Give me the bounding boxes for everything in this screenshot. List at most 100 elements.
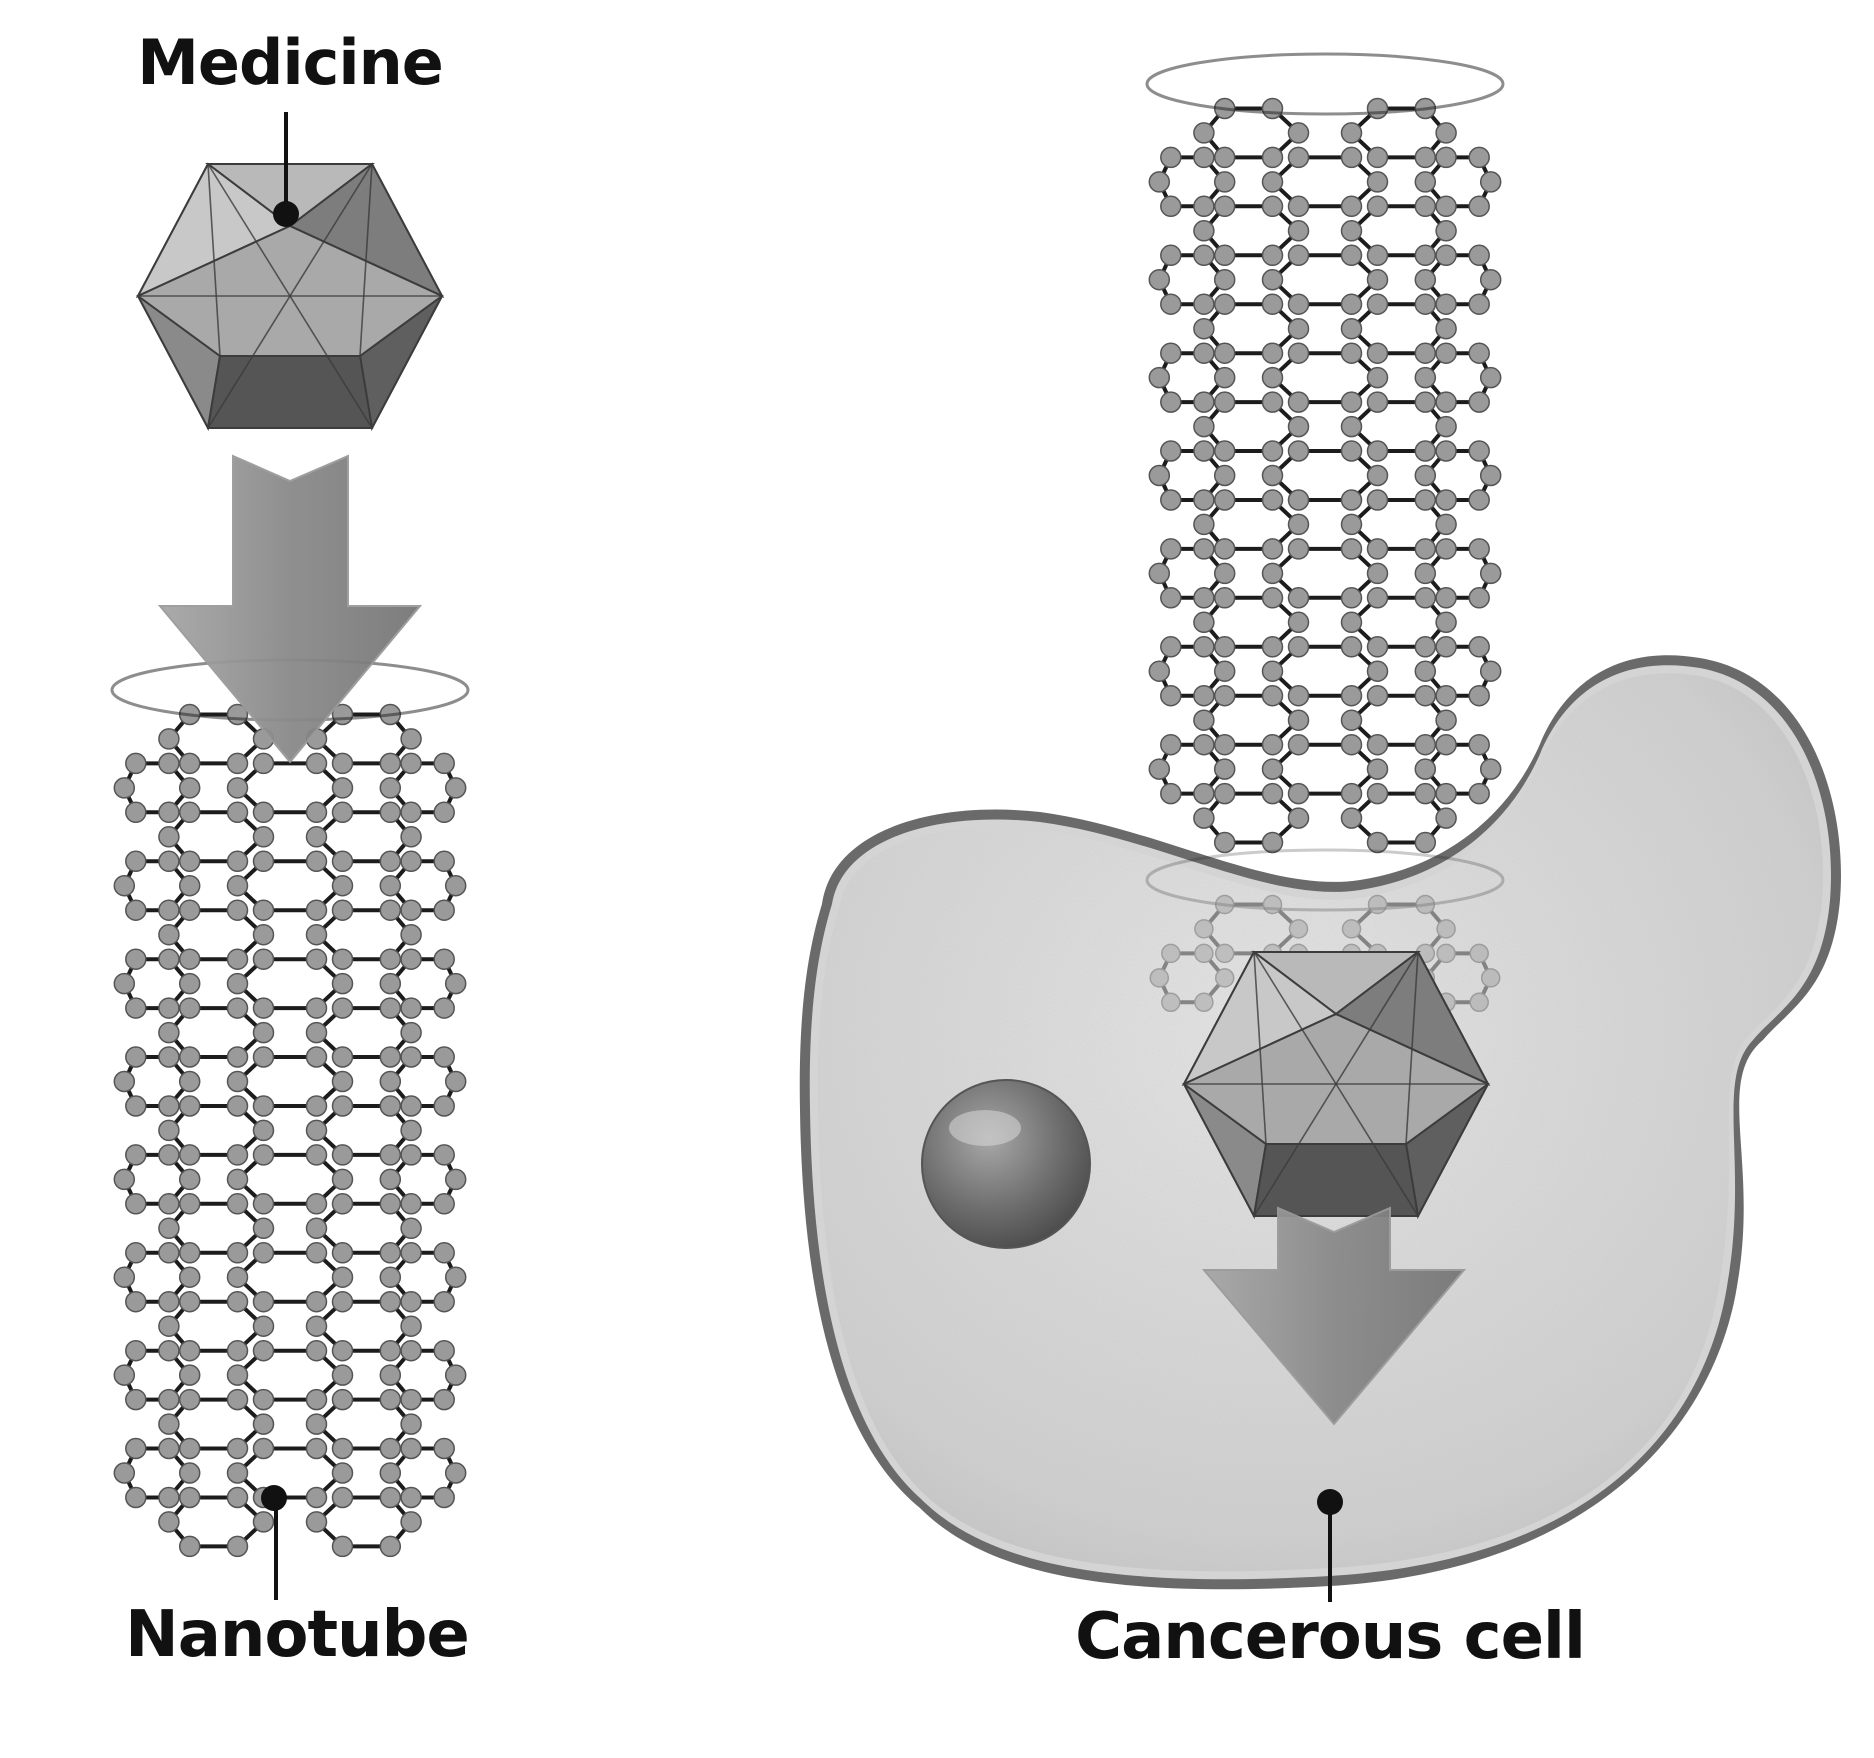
atom (1261, 146, 1284, 169)
atom (1435, 122, 1457, 144)
atom (331, 1290, 354, 1313)
atom (226, 1290, 249, 1313)
atom (178, 899, 201, 921)
atom (1287, 244, 1310, 267)
atom (178, 752, 201, 775)
atom (1193, 807, 1215, 829)
atom (1436, 943, 1456, 964)
atom (1261, 831, 1284, 854)
atom (1261, 538, 1284, 560)
atom (1193, 146, 1215, 169)
atom (1414, 244, 1437, 267)
atom (379, 1266, 402, 1288)
atom (305, 752, 328, 775)
atom (1414, 782, 1437, 805)
atom (158, 850, 180, 873)
atom (226, 1462, 249, 1484)
atom (1468, 636, 1490, 658)
atom (433, 1339, 455, 1362)
atom (400, 997, 422, 1019)
atom (1194, 943, 1214, 964)
atom (1468, 293, 1490, 315)
atom (1193, 317, 1215, 340)
atom (125, 1290, 147, 1313)
atom (226, 899, 249, 921)
atom (1468, 538, 1490, 560)
atom (444, 874, 467, 897)
atom (400, 1413, 422, 1435)
atom (433, 1388, 455, 1411)
atom (305, 1388, 328, 1411)
atom (1261, 733, 1284, 756)
atom (1261, 587, 1284, 609)
atom (226, 972, 249, 995)
atom (1435, 611, 1457, 634)
atom (400, 1242, 422, 1264)
atom (1468, 440, 1490, 462)
atom (331, 1388, 354, 1411)
atom (1287, 391, 1310, 413)
atom (1414, 464, 1437, 487)
atom (1340, 195, 1363, 218)
atom (125, 1339, 147, 1362)
atom (252, 1119, 275, 1142)
atom (1213, 636, 1236, 658)
nanotube-label: Nanotube (125, 1598, 470, 1672)
atom (125, 1486, 147, 1509)
atom (1193, 489, 1215, 511)
atom (113, 874, 136, 897)
atom (125, 801, 147, 824)
atom (178, 1266, 201, 1288)
atom (1468, 489, 1490, 511)
atom (1435, 489, 1457, 511)
cell-nucleus (921, 1079, 1091, 1249)
atom (1213, 268, 1236, 291)
atom (125, 899, 147, 921)
atom (1468, 195, 1490, 218)
atom (331, 1168, 354, 1191)
atom (1213, 489, 1236, 511)
atom (379, 1095, 402, 1117)
atom (252, 948, 275, 970)
crystal-edge (207, 163, 221, 357)
atom (400, 1217, 422, 1240)
atom (305, 899, 328, 921)
atom (252, 1217, 275, 1240)
atom (1287, 587, 1310, 609)
atom (158, 752, 180, 775)
atom (1366, 636, 1389, 658)
atom (1366, 464, 1389, 487)
atom (1193, 415, 1215, 438)
atom (379, 1242, 402, 1264)
atom (1340, 220, 1363, 242)
atom (1435, 293, 1457, 315)
atom (1193, 684, 1215, 707)
atom (1261, 391, 1284, 413)
atom (226, 1144, 249, 1166)
atom (252, 850, 275, 873)
atom (379, 801, 402, 824)
atom (158, 1315, 180, 1337)
atom (400, 1021, 422, 1044)
atom (1287, 440, 1310, 462)
atom (1262, 894, 1283, 915)
atom (158, 1511, 180, 1533)
atom (1193, 733, 1215, 756)
atom (379, 1290, 402, 1313)
atom (1340, 489, 1363, 511)
atom (1160, 782, 1182, 805)
atom (1213, 391, 1236, 413)
atom (1160, 733, 1182, 756)
atom (305, 1144, 328, 1166)
atom (1213, 464, 1236, 487)
atom (1366, 342, 1389, 364)
atom (1366, 758, 1389, 780)
atom (178, 997, 201, 1019)
atom (1414, 562, 1437, 585)
atom (305, 1339, 328, 1362)
atom (400, 826, 422, 848)
atom (379, 1462, 402, 1484)
atom (178, 874, 201, 897)
atom (158, 1193, 180, 1215)
atom (331, 1242, 354, 1264)
